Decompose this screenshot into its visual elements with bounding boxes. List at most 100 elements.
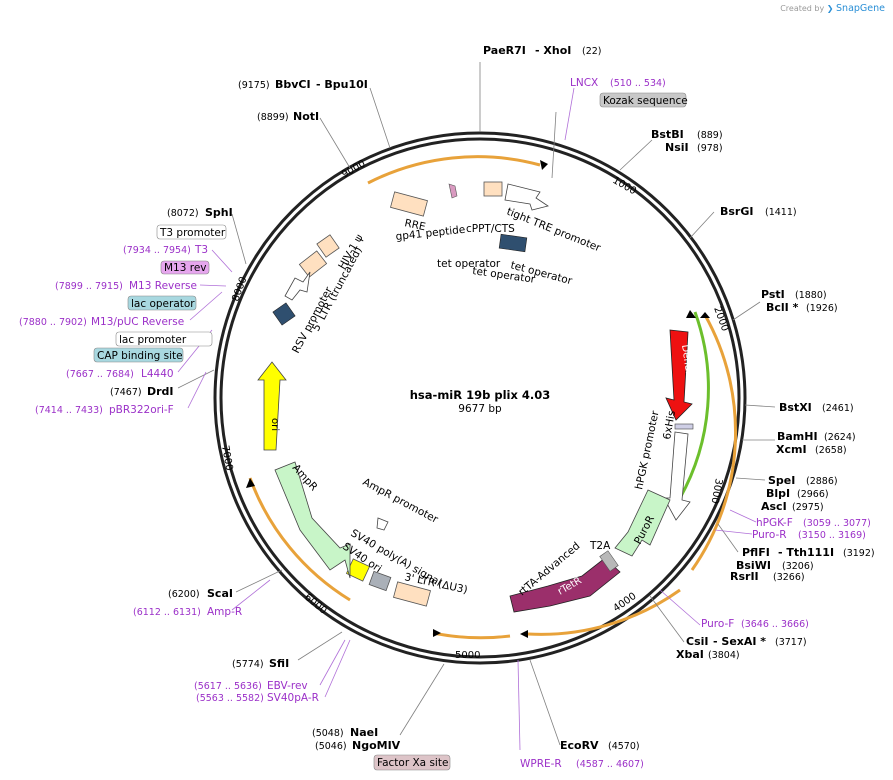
tick-7000: 7000 — [219, 445, 234, 472]
site-csii: CsiI — [686, 635, 708, 648]
site-pflfi-pos: (3192) — [843, 548, 875, 559]
sv40-polya-block — [368, 570, 392, 592]
site-bsiwi-pos: (3206) — [782, 561, 814, 572]
feature-t3-promoter: T3 promoter — [159, 227, 226, 239]
site-drdi: DrdI — [147, 385, 174, 398]
site-sexai: - SexAI * — [713, 635, 766, 648]
primer-puro-f-pos: (3646 .. 3666) — [741, 619, 809, 630]
primer-hpgk-f: hPGK-F — [756, 517, 793, 529]
site-rsrii: RsrII — [730, 570, 759, 583]
ltr5-block — [298, 250, 328, 278]
credit-text: Created by — [780, 4, 825, 13]
tick-5000: 5000 — [455, 650, 480, 661]
feature-t2a: T2A — [589, 540, 611, 552]
orf-arcs — [248, 155, 737, 640]
map-length: 9677 bp — [458, 403, 502, 415]
site-tth111i: - Tth111I — [778, 546, 834, 559]
site-paer7i: PaeR7I — [483, 44, 526, 57]
feature-kozak: Kozak sequence — [603, 95, 688, 107]
primer-pbr322ori-f: pBR322ori-F — [109, 404, 174, 416]
site-spei: SpeI — [768, 474, 795, 487]
primer-sv40pa-r-pos: (5563 .. 5582) — [196, 693, 264, 704]
site-blpi-pos: (2966) — [797, 489, 829, 500]
primer-puro-r-pos: (3150 .. 3169) — [798, 530, 866, 541]
site-bstxi: BstXI — [779, 401, 812, 414]
ampr-promoter-arrow — [376, 517, 389, 531]
primer-l4440: L4440 — [141, 368, 174, 380]
primer-pbr322ori-f-pos: (7414 .. 7433) — [35, 405, 103, 416]
primer-lines — [177, 87, 757, 751]
site-sfii-pos: (5774) — [232, 659, 264, 670]
site-nsii-pos: (978) — [697, 143, 723, 154]
site-rsrii-pos: (3266) — [773, 572, 805, 583]
primer-hpgk-f-pos: (3059 .. 3077) — [803, 518, 871, 529]
site-bamhi: BamHI — [777, 430, 818, 443]
feature-lac-promoter: lac promoter — [119, 334, 187, 346]
primer-wpre-r-pos: (4587 .. 4607) — [576, 759, 644, 770]
site-ngomiv: NgoMIV — [352, 739, 401, 752]
primer-lncx: LNCX — [570, 77, 598, 89]
primer-t3: T3 — [194, 244, 208, 256]
feature-rre: RRE — [403, 217, 426, 233]
primer-ebv-rev: EBV-rev — [267, 680, 308, 692]
site-xbai-pos: (3804) — [708, 650, 740, 661]
feature-cppt: cPPT/CTS — [466, 223, 515, 235]
tick-6000: 6000 — [302, 592, 329, 617]
site-noti: NotI — [293, 110, 319, 123]
tick-8000: 8000 — [230, 275, 249, 303]
feature-ampr-promoter: AmpR promoter — [361, 476, 441, 526]
tick-2000: 2000 — [711, 305, 730, 333]
boxed-features: Kozak sequence T3 promoter M13 rev lac o… — [93, 92, 688, 771]
site-bstbi-pos: (889) — [697, 130, 723, 141]
site-csii-pos: (3717) — [775, 637, 807, 648]
primer-m13-puc-reverse: M13/pUC Reverse — [91, 316, 184, 328]
site-xhoi: - XhoI — [535, 44, 571, 57]
backbone-outer — [213, 131, 747, 665]
primer-m13-puc-reverse-pos: (7880 .. 7902) — [19, 317, 87, 328]
feature-lac-operator: lac operator — [131, 298, 195, 310]
backbone-inner — [219, 137, 741, 659]
primer-sv40pa-r: SV40pA-R — [267, 692, 319, 704]
primer-lncx-pos: (510 .. 534) — [610, 78, 666, 89]
site-ecorv: EcoRV — [560, 739, 599, 752]
dendra2-arrow — [665, 329, 693, 421]
primer-m13-reverse-pos: (7899 .. 7915) — [55, 281, 123, 292]
site-bsrgi-pos: (1411) — [765, 207, 797, 218]
tick-3000: 3000 — [709, 477, 724, 504]
snapgene-credit: Created by ❯ SnapGene — [780, 3, 885, 14]
site-labels: PaeR7I - XhoI (22) BstBI (889) NsiI (978… — [110, 44, 875, 752]
site-bcli-pos: (1926) — [806, 303, 838, 314]
t2a-block — [599, 550, 619, 572]
primer-ebv-rev-pos: (5617 .. 5636) — [194, 681, 262, 692]
site-bsiwi: BsiWI — [736, 559, 771, 572]
site-bbvci: BbvCI — [275, 78, 311, 91]
feature-tet-operator-1: tet operator — [437, 258, 501, 270]
site-bamhi-pos: (2624) — [824, 432, 856, 443]
site-paer7i-pos: (22) — [582, 46, 602, 57]
primer-puro-f: Puro-F — [701, 618, 734, 630]
site-bpu10i: - Bpu10I — [316, 78, 368, 91]
rre-block — [390, 191, 428, 217]
ori-arrow — [257, 361, 287, 451]
map-title: hsa-miR 19b plix 4.03 — [410, 388, 551, 402]
site-sphi-pos: (8072) — [167, 208, 199, 219]
site-xbai: XbaI — [676, 648, 704, 661]
site-asci: AscI — [761, 500, 787, 513]
feature-hpgk-promoter: hPGK promoter — [633, 409, 662, 490]
tet-operator-block — [498, 233, 528, 253]
site-bbvci-pos: (9175) — [238, 80, 270, 91]
snapgene-brand: SnapGene — [836, 3, 885, 14]
feature-factor-xa-site: Factor Xa site — [377, 757, 448, 769]
gp41-arrow — [448, 183, 458, 199]
hiv-psi-block — [316, 234, 340, 258]
site-scai-pos: (6200) — [168, 589, 200, 600]
site-psti: PstI — [761, 288, 785, 301]
site-spei-pos: (2886) — [806, 476, 838, 487]
tre-promoter-arrow — [504, 183, 549, 211]
puror-arrow — [614, 489, 671, 557]
site-sphi: SphI — [205, 206, 233, 219]
snapgene-logo-icon: ❯ — [826, 4, 834, 13]
lac-region-block — [272, 302, 296, 326]
site-bcli: BclI * — [766, 301, 799, 314]
site-bstbi: BstBI — [651, 128, 684, 141]
